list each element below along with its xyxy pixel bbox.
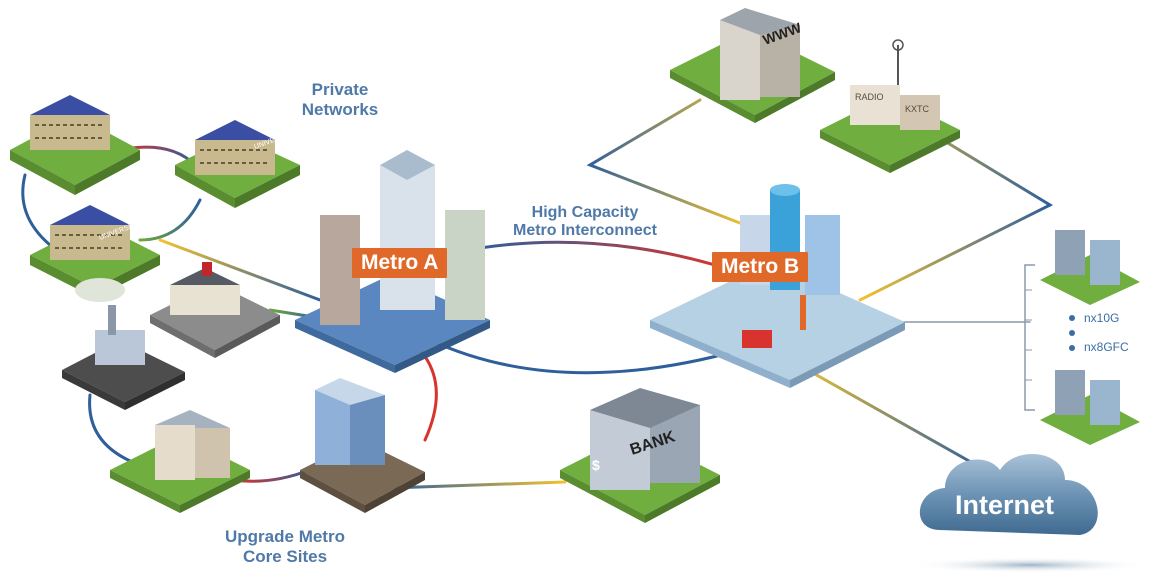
dot-2: [1069, 330, 1075, 336]
dollar-sign: $: [592, 457, 600, 473]
dot-1: [1069, 315, 1075, 321]
link-univ3-metroa: [158, 238, 322, 302]
metro-a-badge: Metro A: [352, 248, 448, 278]
dot-3: [1069, 345, 1075, 351]
link-univ2-univ3: [138, 198, 202, 242]
link-radio-metrob: [858, 118, 1054, 302]
town-hall: [150, 262, 280, 358]
datacenter-link-label-2: nx8GFC: [1084, 340, 1129, 354]
office-building: [110, 410, 250, 513]
datacenter-top: [1040, 230, 1140, 305]
link-www-metrob: [586, 98, 747, 227]
link-metroa-highrise: [418, 348, 438, 442]
link-highrise-bank: [388, 480, 567, 490]
datacenter-bracket: [1024, 264, 1035, 411]
kxtc-sign: KXTC: [905, 104, 930, 114]
metro-b-badge: Metro B: [712, 252, 809, 282]
upgrade-sites-label: Upgrade Metro Core Sites: [225, 527, 345, 566]
radio-station: RADIO KXTC: [820, 39, 960, 173]
factory: [62, 278, 185, 410]
link-factory-office: [88, 393, 142, 467]
private-networks-label: Private Networks: [301, 80, 379, 119]
datacenter-group: [1024, 230, 1140, 445]
link-interconnect-lower: [428, 338, 742, 375]
link-univ1-univ3: [21, 173, 52, 247]
radio-sign: RADIO: [855, 92, 884, 102]
university-campus-2: UNIVERSITY: [175, 120, 300, 208]
metro-b-city: [650, 184, 905, 388]
bank-building: BANK $: [560, 388, 720, 523]
link-interconnect: [478, 240, 727, 270]
internet-cloud: [910, 453, 1150, 573]
datacenter-bottom: [1040, 370, 1140, 445]
link-metrob-internet: [788, 358, 987, 472]
connection-lines: [21, 98, 1054, 490]
interconnect-label: High Capacity Metro Interconnect: [512, 204, 657, 240]
core-site-highrise: [300, 378, 425, 513]
university-campus-1: [10, 95, 140, 195]
metro-a-city: [295, 150, 490, 373]
www-building: WWW: [670, 8, 835, 123]
datacenter-link-label-1: nx10G: [1084, 311, 1120, 325]
internet-label: Internet: [955, 490, 1055, 520]
